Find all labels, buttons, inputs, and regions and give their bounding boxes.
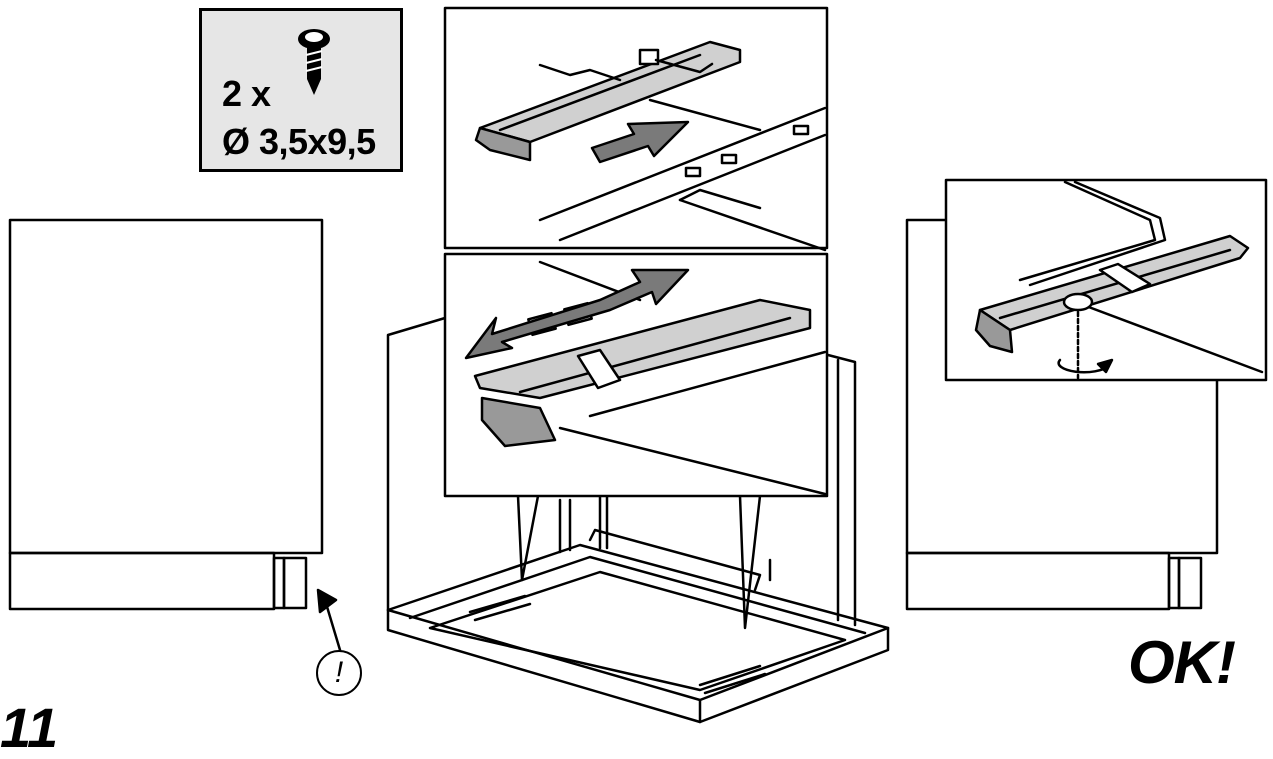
screw-dimensions: Ø 3,5x9,5 — [222, 121, 376, 162]
zoom-panel-slide-in — [443, 6, 829, 252]
hood-assembly — [386, 316, 890, 724]
zoom-panel-fix — [944, 178, 1268, 382]
push-arrow-icon — [590, 120, 690, 164]
zoom-panel-adjust — [443, 252, 829, 498]
warning-arrow — [316, 588, 342, 652]
installation-diagram — [8, 6, 1268, 724]
screw-quantity: 2 x — [222, 73, 271, 114]
screw-icon — [298, 29, 330, 95]
left-cabinet — [8, 218, 324, 611]
screw-spec-box: 2 x Ø 3,5x9,5 — [199, 8, 403, 172]
ok-label: OK! — [1128, 629, 1236, 696]
double-arrow-icon — [464, 268, 690, 360]
warning-icon: ! — [316, 650, 362, 696]
step-number: 11 — [0, 696, 59, 759]
